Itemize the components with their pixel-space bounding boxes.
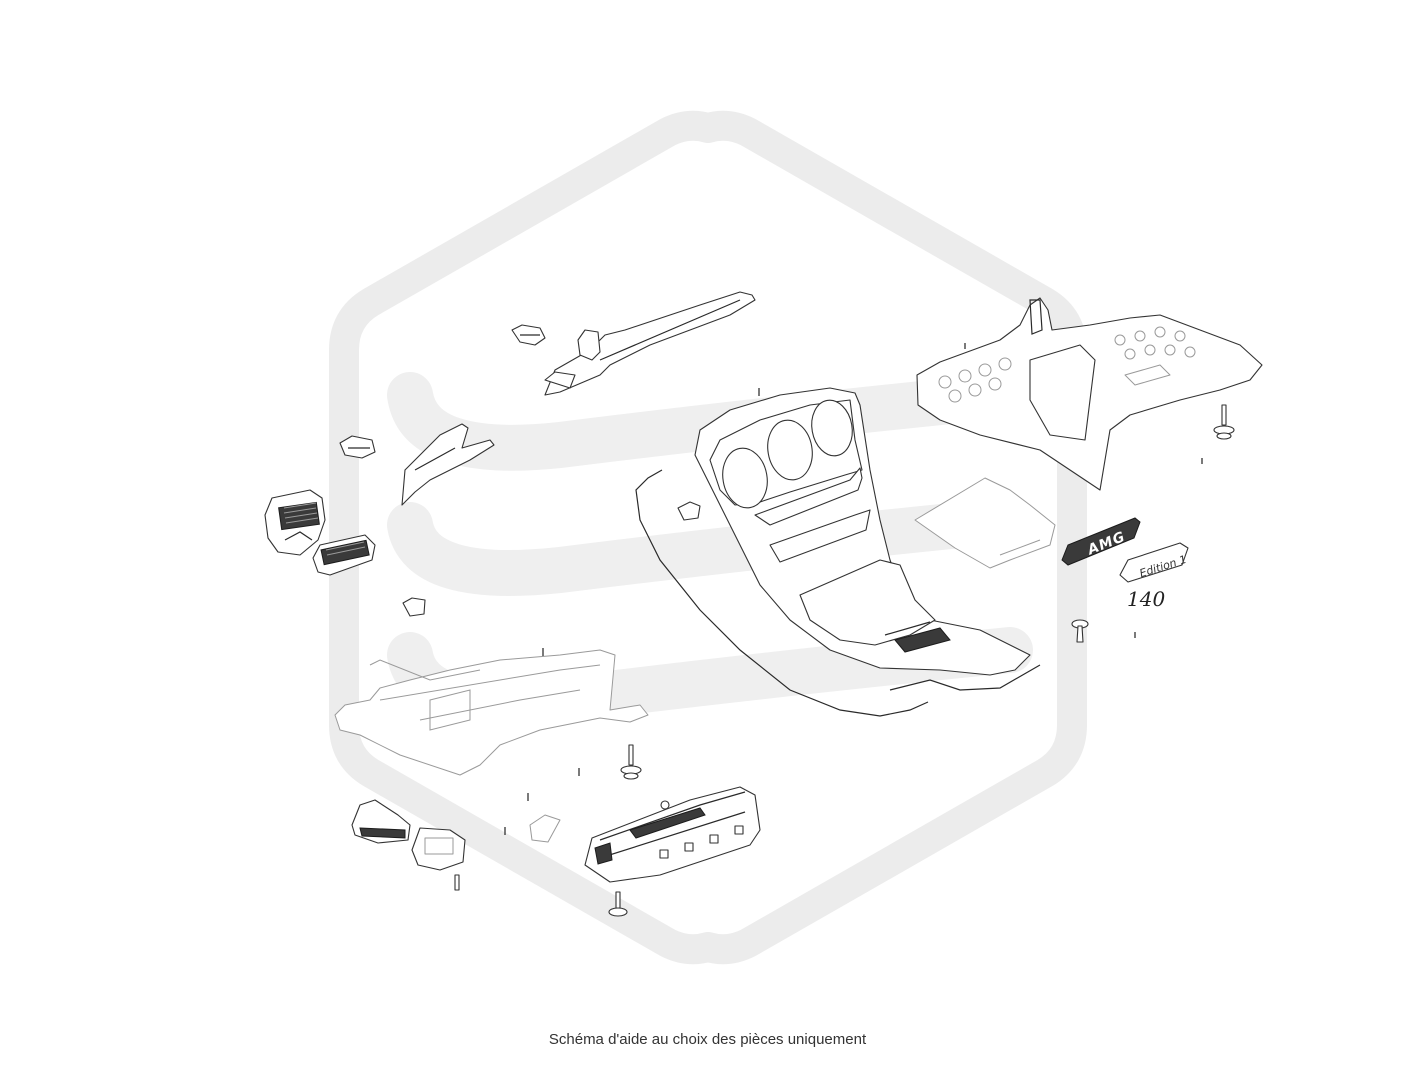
part-reference-label: 140 [1127, 587, 1165, 611]
screw-bottom [608, 891, 628, 917]
socket-block [411, 827, 466, 871]
reference-ticks [504, 343, 1203, 835]
diagram-caption: Schéma d'aide au choix des pièces unique… [548, 1031, 867, 1048]
console-top-tray [916, 297, 1263, 491]
screw-upper-right [1213, 404, 1235, 440]
switch-unit [351, 799, 411, 844]
side-trim-piece [401, 423, 495, 506]
control-unit [584, 786, 761, 883]
screw-lower-center [620, 744, 642, 780]
bracket-piece [529, 814, 561, 843]
cable [635, 469, 929, 717]
clip-middle [339, 435, 376, 459]
clip-console [677, 501, 701, 521]
air-vent-left-outer [264, 489, 326, 556]
edition-badge: Edition 1 [1119, 542, 1189, 583]
upper-trim-strip [544, 291, 756, 396]
tray-mat [914, 477, 1056, 569]
small-block [402, 597, 426, 617]
clip-upper [511, 324, 546, 346]
lower-frame-bracket [334, 649, 649, 776]
center-console [694, 387, 1041, 691]
air-vent-left-inner [312, 534, 376, 576]
screw-small-left [454, 874, 460, 891]
screw-console [1071, 619, 1089, 643]
